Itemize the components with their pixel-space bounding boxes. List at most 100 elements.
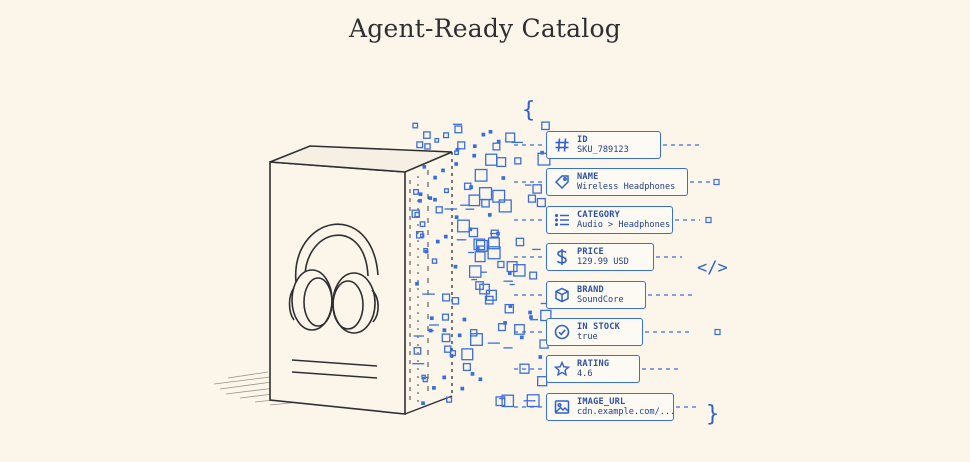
data-dot bbox=[421, 401, 425, 406]
data-square bbox=[457, 219, 470, 233]
data-square bbox=[461, 348, 474, 361]
data-dot bbox=[472, 153, 477, 158]
data-dot bbox=[496, 139, 501, 144]
data-square bbox=[420, 233, 425, 238]
field-value: SKU_789123 bbox=[577, 144, 629, 155]
data-square bbox=[462, 362, 471, 372]
data-square bbox=[487, 237, 500, 250]
data-square bbox=[468, 194, 481, 207]
data-dot bbox=[455, 147, 460, 152]
field-value: 129.99 USD bbox=[577, 256, 629, 267]
data-dot bbox=[429, 316, 434, 321]
data-square bbox=[495, 396, 506, 407]
data-square bbox=[435, 206, 443, 214]
data-square bbox=[474, 168, 488, 182]
data-dot bbox=[488, 129, 493, 134]
data-dot bbox=[428, 328, 433, 333]
data-square bbox=[416, 141, 424, 149]
data-square bbox=[441, 313, 450, 321]
data-square bbox=[513, 264, 526, 277]
data-square bbox=[413, 346, 422, 355]
data-square bbox=[496, 157, 507, 168]
hash-icon bbox=[547, 132, 577, 158]
data-square bbox=[443, 132, 450, 139]
data-square bbox=[479, 283, 490, 295]
data-dot bbox=[462, 317, 467, 322]
data-square bbox=[478, 187, 493, 201]
data-square bbox=[419, 221, 426, 228]
data-dot bbox=[453, 264, 458, 269]
data-square bbox=[431, 258, 438, 264]
data-dot bbox=[529, 315, 533, 319]
data-dot bbox=[433, 197, 437, 202]
field-value: true bbox=[577, 331, 598, 342]
field-value: Wireless Headphones bbox=[577, 181, 676, 192]
data-square bbox=[519, 363, 530, 374]
data-dot bbox=[418, 192, 423, 197]
data-dot bbox=[481, 132, 486, 137]
data-dot bbox=[442, 328, 447, 333]
data-dot bbox=[472, 144, 477, 149]
ground-hatching bbox=[213, 371, 301, 406]
data-square bbox=[485, 289, 497, 301]
field-key: IMAGE_URL bbox=[577, 396, 626, 407]
data-square bbox=[527, 194, 537, 203]
data-dot bbox=[422, 164, 427, 169]
field-key: PRICE bbox=[577, 246, 604, 257]
data-dot bbox=[443, 234, 448, 239]
data-square bbox=[469, 329, 478, 337]
cube-icon bbox=[547, 282, 577, 308]
data-square bbox=[497, 323, 507, 332]
data-square bbox=[422, 376, 429, 383]
data-square bbox=[492, 142, 501, 151]
data-dot bbox=[470, 372, 475, 376]
data-dot bbox=[508, 304, 513, 309]
data-dot bbox=[433, 175, 437, 180]
connector-square bbox=[713, 178, 720, 186]
data-square bbox=[441, 333, 451, 343]
field-key: RATING bbox=[577, 358, 610, 369]
field-value: SoundCore bbox=[577, 294, 624, 305]
data-dot bbox=[475, 246, 480, 251]
data-square bbox=[492, 189, 506, 203]
data-square bbox=[446, 396, 453, 403]
connector-square bbox=[714, 328, 721, 336]
data-dot bbox=[418, 198, 422, 203]
data-square bbox=[540, 309, 552, 322]
field-key: BRAND bbox=[577, 284, 604, 295]
data-square bbox=[423, 131, 431, 139]
data-square bbox=[532, 184, 542, 194]
data-dot bbox=[457, 333, 462, 338]
data-square bbox=[515, 237, 525, 247]
dollar-icon bbox=[547, 244, 577, 270]
data-dot bbox=[528, 310, 532, 315]
data-square bbox=[536, 197, 546, 208]
connector-square bbox=[705, 216, 712, 224]
tag-icon bbox=[547, 169, 577, 195]
list-icon bbox=[547, 207, 577, 233]
data-square bbox=[504, 303, 515, 314]
data-dot bbox=[460, 386, 465, 391]
data-square bbox=[434, 137, 440, 143]
data-dot bbox=[478, 377, 483, 382]
data-dot bbox=[441, 168, 445, 173]
data-square bbox=[490, 229, 499, 238]
data-square bbox=[514, 324, 525, 335]
data-square bbox=[474, 251, 486, 263]
data-dot bbox=[415, 281, 419, 286]
field-value: cdn.example.com/... bbox=[577, 406, 676, 417]
image-icon bbox=[547, 394, 577, 420]
data-square bbox=[506, 261, 518, 273]
data-dot bbox=[540, 150, 544, 155]
data-square bbox=[505, 132, 516, 143]
data-square bbox=[413, 188, 419, 195]
